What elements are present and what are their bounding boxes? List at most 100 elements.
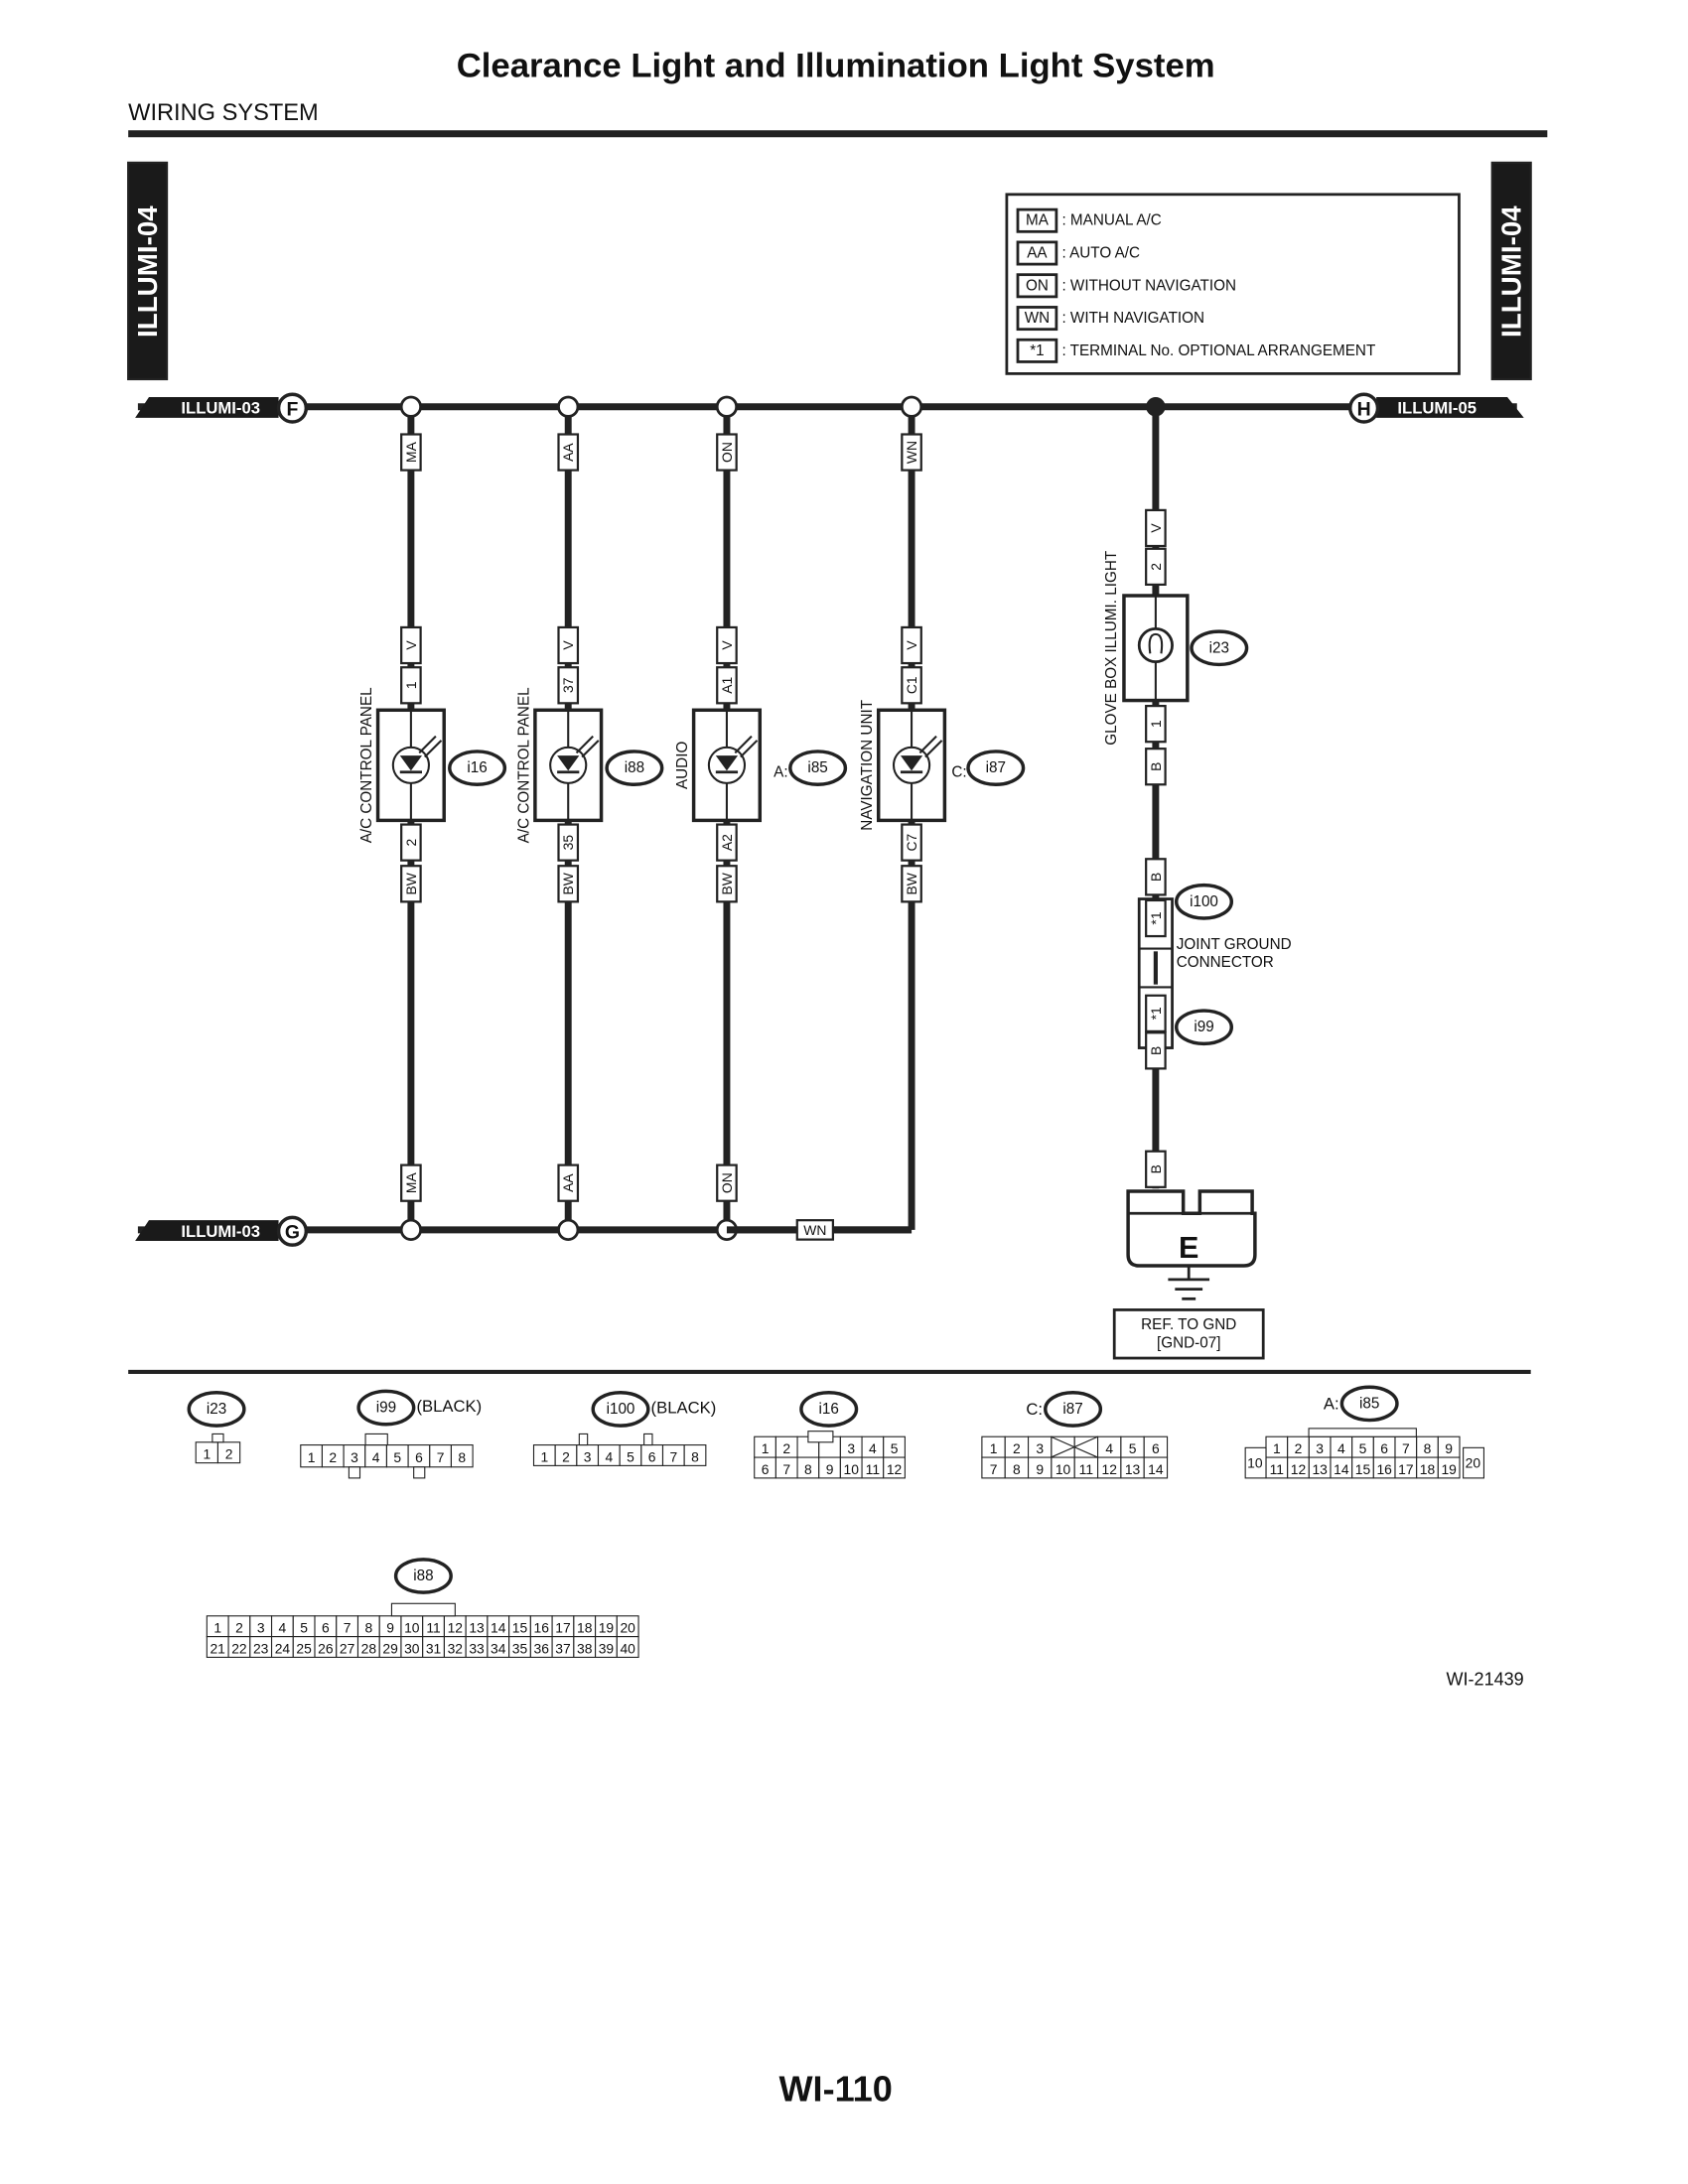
ground-ref-box [1112, 1308, 1265, 1360]
pin-number: 29 [382, 1640, 398, 1656]
pin-cell [1244, 1446, 1267, 1479]
joint-lower-connector-id-oval [1174, 1009, 1234, 1046]
connector-id-oval [448, 750, 507, 787]
pin-cell [1143, 1456, 1169, 1479]
pin-number: 8 [1013, 1461, 1021, 1477]
pin-number: 12 [887, 1461, 903, 1477]
pin-number: 5 [393, 1449, 401, 1465]
legend-code-box [1016, 273, 1058, 299]
pin-number: 2 [1295, 1440, 1303, 1456]
light-arrows-icon [918, 735, 943, 758]
pin-number: 7 [437, 1449, 445, 1465]
latch [390, 1602, 456, 1617]
pin-out: A2 [719, 834, 735, 851]
wire-color-in: V [560, 640, 576, 650]
option-code-top-box [716, 433, 738, 472]
component-name: AUDIO [674, 742, 691, 789]
wire-color-in-box [557, 625, 580, 665]
pin-number: 33 [469, 1640, 485, 1656]
connector-id-oval [788, 750, 848, 787]
pin-number: 31 [426, 1640, 442, 1656]
junction-open [715, 395, 739, 418]
connector-id: i16 [467, 759, 487, 776]
joint-color-bottom: B [1148, 1046, 1164, 1055]
pin-number: 2 [235, 1620, 243, 1636]
connector-id: i87 [986, 759, 1006, 776]
pin-number: 2 [225, 1446, 233, 1462]
pin-cell [683, 1444, 707, 1466]
pin-number: 2 [329, 1449, 337, 1465]
pin-cell [450, 1443, 474, 1468]
connector-label: i87 [1062, 1401, 1082, 1418]
latch [364, 1433, 388, 1446]
pin-out-box [901, 823, 922, 862]
wire-color-in: V [719, 640, 735, 650]
pin-number: 1 [213, 1620, 221, 1636]
node-g-circle [276, 1215, 309, 1247]
pin-in-box [901, 666, 922, 705]
pin-number: 9 [1036, 1461, 1044, 1477]
legend-text: : MANUAL A/C [1061, 212, 1161, 229]
latch [413, 1466, 426, 1479]
pin-number: 11 [1270, 1461, 1285, 1477]
option-code-top: WN [904, 441, 919, 464]
pin-number: 2 [782, 1440, 790, 1456]
connector-id: i88 [625, 759, 644, 776]
pin-number: 7 [782, 1461, 790, 1477]
wire-color-out-box [716, 865, 738, 903]
pin-number: 1 [308, 1449, 316, 1465]
pin-number: 4 [279, 1620, 287, 1636]
figure-id: WI-21439 [1446, 1670, 1523, 1690]
pin-number: 5 [627, 1448, 634, 1464]
pin-number: 6 [1380, 1440, 1388, 1456]
connector-label: i16 [819, 1401, 839, 1418]
wire-color-out: BW [904, 872, 919, 894]
legend-text: : TERMINAL No. OPTIONAL ARRANGEMENT [1061, 342, 1375, 359]
connector-prefix: A: [774, 763, 787, 780]
pin-number: 38 [577, 1640, 593, 1656]
pin-number: 3 [257, 1620, 265, 1636]
pin-number: 12 [1291, 1461, 1307, 1477]
node-g: G [285, 1222, 300, 1244]
pin-number: 34 [491, 1640, 506, 1656]
pin-out: 35 [560, 835, 576, 851]
section-label: WIRING SYSTEM [128, 100, 319, 126]
bulb-icon [1137, 626, 1174, 664]
pin-out-box [400, 823, 422, 862]
glove-name: GLOVE BOX ILLUMI. LIGHT [1103, 551, 1120, 746]
pin-out: 2 [403, 838, 419, 846]
pin-in-box [716, 666, 738, 705]
pin-number: 8 [804, 1461, 812, 1477]
diode-icon [399, 755, 422, 771]
pin-number: 6 [648, 1448, 656, 1464]
pin-number: 12 [448, 1620, 464, 1636]
pin-number: 4 [372, 1449, 380, 1465]
option-code-top: AA [560, 443, 576, 462]
pin-number: 14 [1334, 1461, 1349, 1477]
junction-open [399, 1218, 422, 1241]
option-code-top-box [557, 433, 580, 472]
wire-color-out-box [400, 865, 422, 903]
pin-number: 36 [534, 1640, 550, 1656]
joint-upper-connector-id-oval [1174, 883, 1234, 920]
legend-code: AA [1027, 245, 1048, 262]
pin-number: 28 [361, 1640, 377, 1656]
wire-color-in-box [716, 625, 738, 665]
joint-color-bottom-box [1145, 1031, 1167, 1070]
pin-number: 26 [318, 1640, 334, 1656]
option-code-bottom: ON [719, 1172, 735, 1193]
wire-color-out-box [557, 865, 580, 903]
blocked-cell [1051, 1435, 1098, 1458]
glove-pin-out-box [1145, 705, 1167, 744]
connector-label-oval [187, 1391, 246, 1428]
joint-lower-connector-id: i99 [1194, 1019, 1213, 1035]
light-arrows-icon [575, 735, 600, 758]
legend-box [1005, 193, 1461, 375]
legend-code: *1 [1030, 342, 1044, 359]
legend-code-box [1016, 207, 1058, 233]
page-number: WI-110 [778, 2069, 892, 2110]
node-f: F [287, 398, 299, 420]
pin-number: 8 [364, 1620, 372, 1636]
pin-in: C1 [904, 676, 919, 694]
pin-number: 7 [990, 1461, 998, 1477]
